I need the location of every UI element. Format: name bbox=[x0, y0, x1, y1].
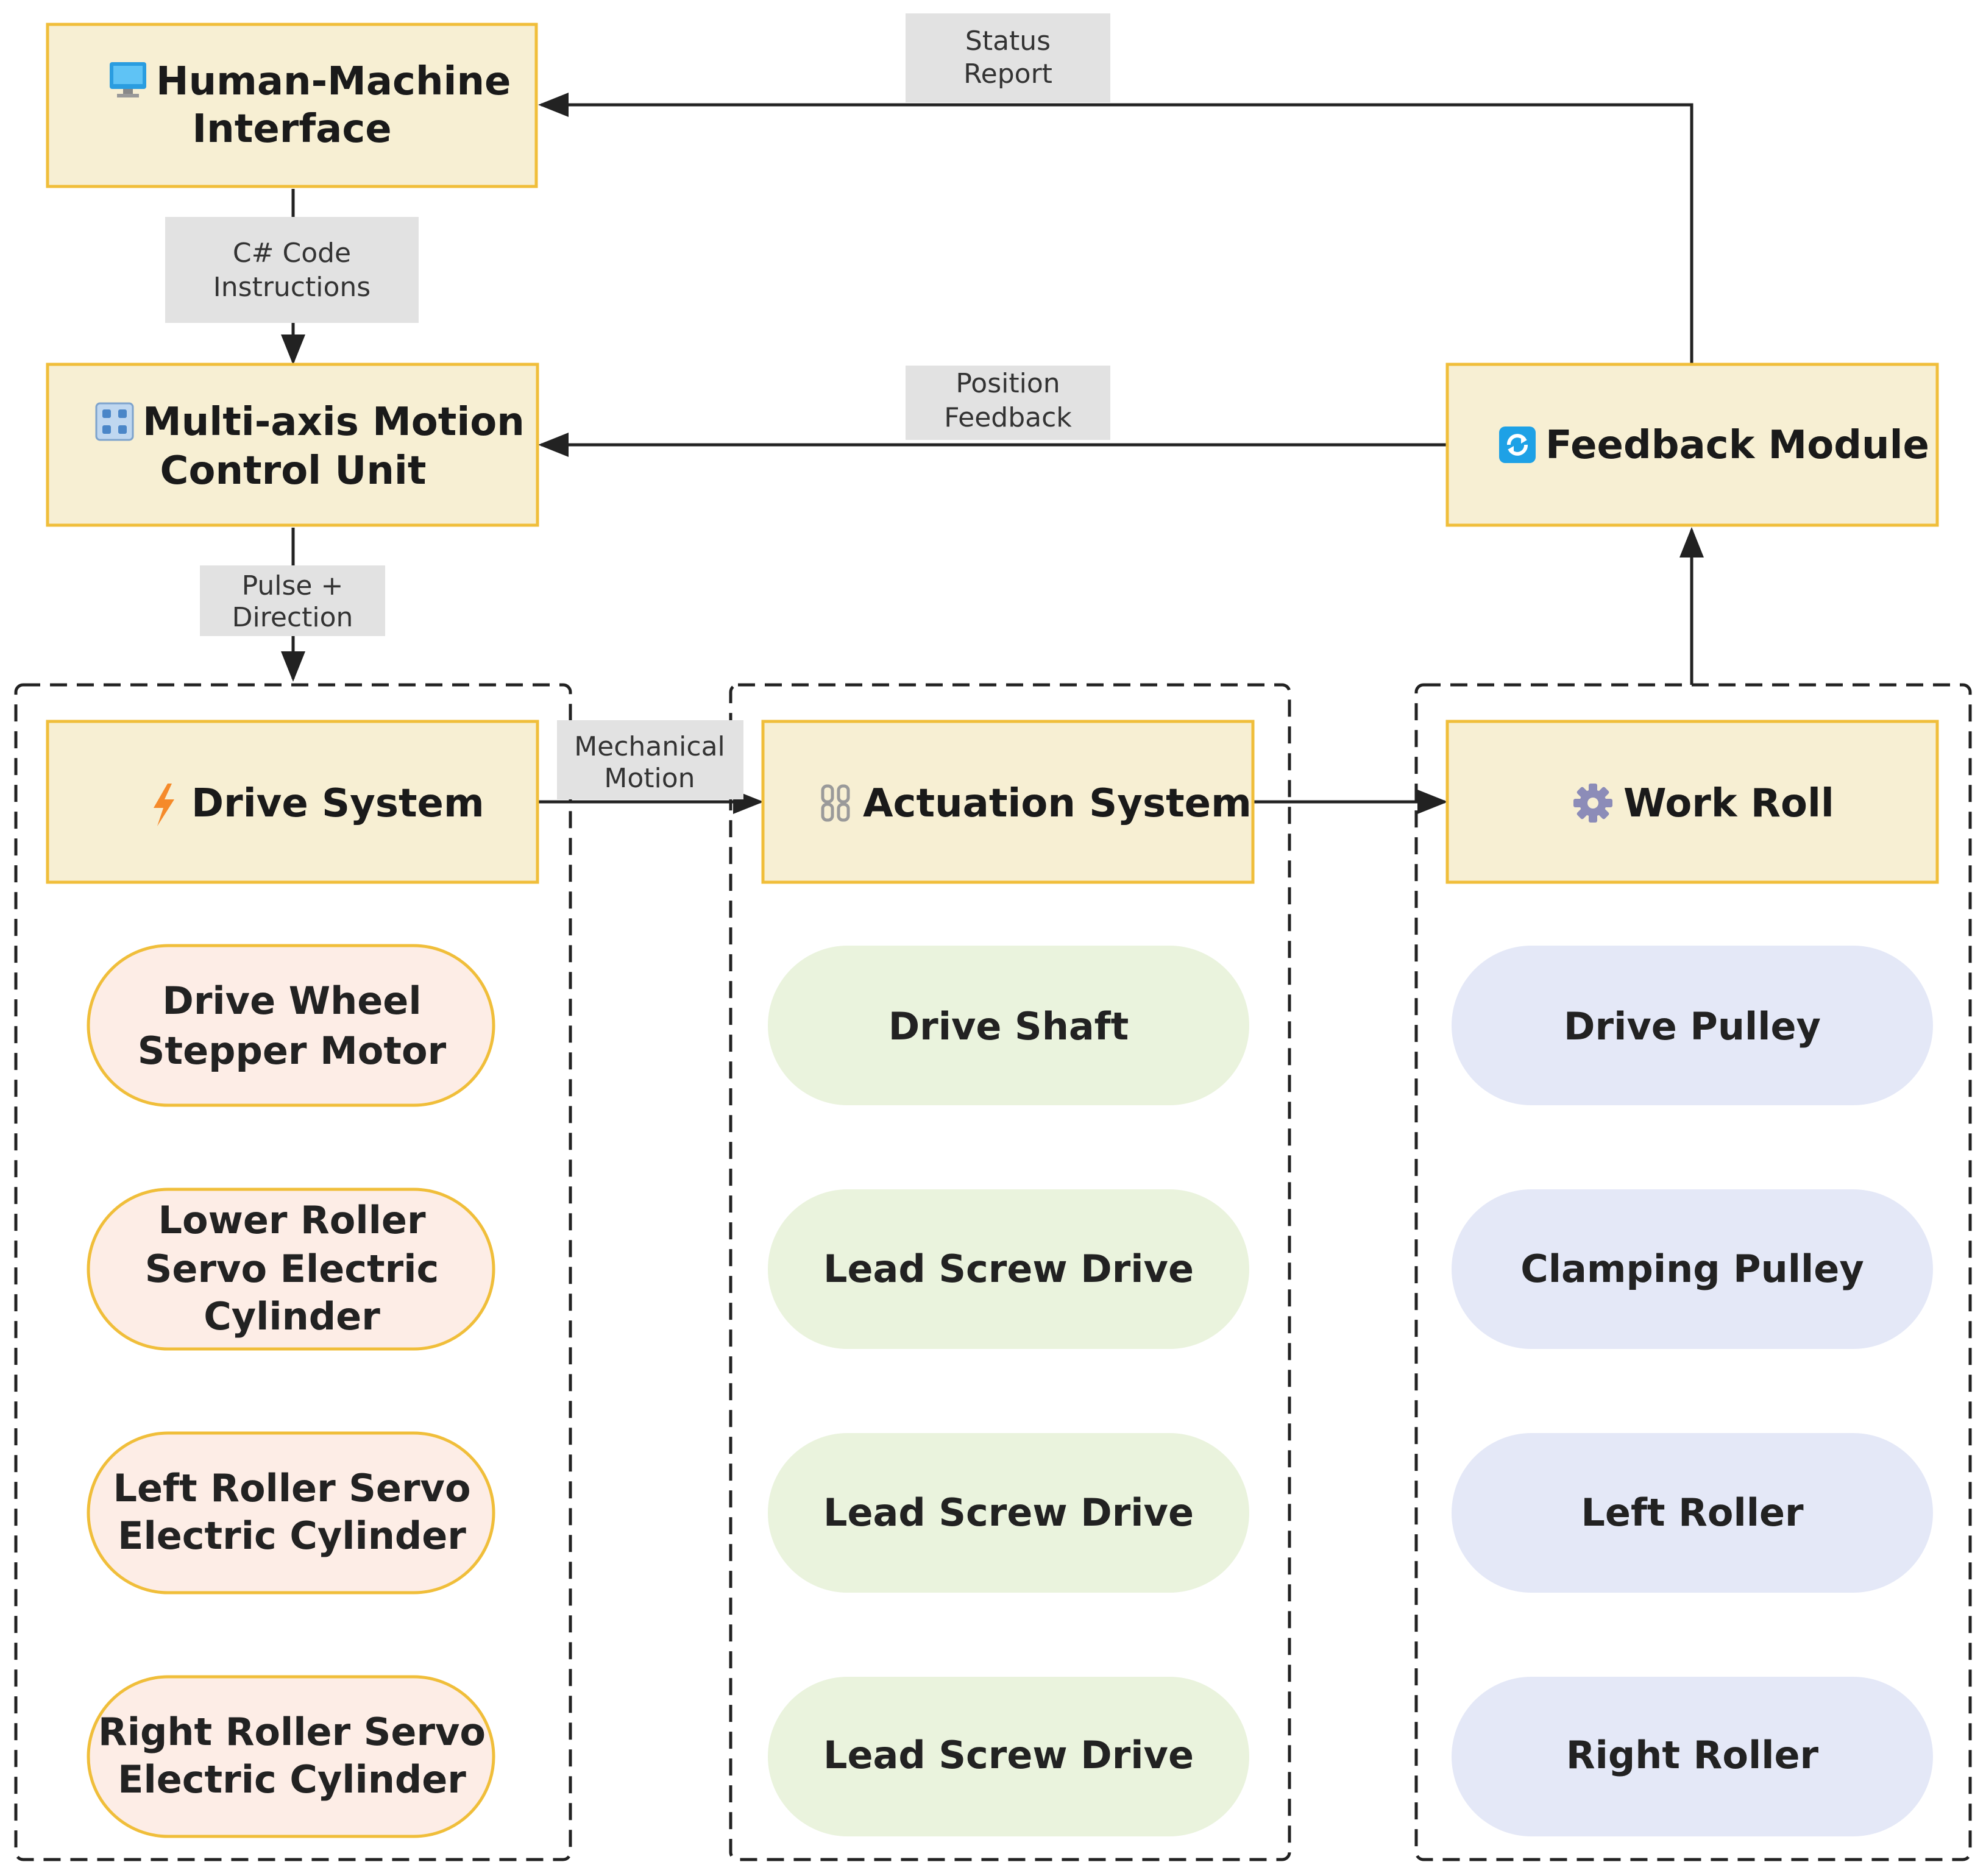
edge-label-pulse: Pulse + Direction bbox=[200, 565, 385, 636]
pill-drive-2-line2: Electric Cylinder bbox=[118, 1513, 466, 1558]
edge-status-report bbox=[538, 93, 1693, 364]
edge-label-pulse-line1: Pulse + bbox=[242, 570, 344, 601]
pill-drive-0-line2: Stepper Motor bbox=[138, 1028, 447, 1073]
pill-left-roller: Left Roller bbox=[1452, 1433, 1933, 1593]
pill-actuation-3-label: Lead Screw Drive bbox=[823, 1733, 1194, 1777]
lightning-icon bbox=[154, 784, 174, 826]
pill-right-roller: Right Roller bbox=[1452, 1677, 1933, 1836]
node-hmi-line1: Human-Machine bbox=[156, 59, 511, 104]
pill-workroll-1-label: Clamping Pulley bbox=[1520, 1247, 1864, 1291]
node-hmi: Human-Machine Interface bbox=[46, 23, 538, 188]
pill-drive-3-line1: Right Roller Servo bbox=[98, 1710, 486, 1754]
pill-lower-roller-servo: Lower Roller Servo Electric Cylinder bbox=[87, 1188, 495, 1351]
edge-label-position-line1: Position bbox=[956, 368, 1060, 399]
pill-drive-1-line3: Cylinder bbox=[204, 1294, 380, 1339]
edge-label-position-line2: Feedback bbox=[944, 402, 1072, 433]
edge-label-code-line2: Instructions bbox=[213, 272, 371, 303]
node-workroll-label: Work Roll bbox=[1623, 781, 1834, 826]
sync-icon bbox=[1499, 427, 1536, 463]
monitor-icon bbox=[110, 62, 146, 97]
actuation-system-group bbox=[729, 683, 1291, 1861]
pill-drive-1-line2: Servo Electric bbox=[145, 1247, 439, 1291]
pill-actuation-1-label: Lead Screw Drive bbox=[823, 1247, 1194, 1291]
edge-label-code: C# Code Instructions bbox=[165, 217, 419, 323]
drive-system-group bbox=[14, 683, 572, 1861]
edge-label-mechanical-line2: Motion bbox=[604, 763, 695, 794]
node-hmi-line2: Interface bbox=[192, 107, 391, 152]
node-motion-line1: Multi-axis Motion bbox=[143, 400, 525, 445]
pill-workroll-2-label: Left Roller bbox=[1581, 1490, 1804, 1535]
pill-left-roller-servo: Left Roller Servo Electric Cylinder bbox=[87, 1431, 495, 1595]
node-feedback-module: Feedback Module bbox=[1445, 363, 1939, 527]
pill-actuation-2-label: Lead Screw Drive bbox=[823, 1490, 1194, 1535]
edge-label-position: Position Feedback bbox=[906, 366, 1110, 440]
pill-drive-shaft: Drive Shaft bbox=[768, 946, 1249, 1105]
pill-actuation-0-label: Drive Shaft bbox=[888, 1004, 1129, 1049]
pill-drive-0-line1: Drive Wheel bbox=[162, 979, 421, 1023]
pill-drive-wheel-stepper-motor: Drive Wheel Stepper Motor bbox=[87, 944, 495, 1107]
pill-drive-1-line1: Lower Roller bbox=[158, 1198, 425, 1242]
pill-workroll-0-label: Drive Pulley bbox=[1564, 1004, 1821, 1049]
pill-drive-pulley: Drive Pulley bbox=[1452, 946, 1933, 1105]
edge-label-pulse-line2: Direction bbox=[232, 602, 353, 633]
pill-clamping-pulley: Clamping Pulley bbox=[1452, 1189, 1933, 1349]
edge-label-mechanical: Mechanical Motion bbox=[557, 720, 743, 799]
edge-label-status-line1: Status bbox=[965, 26, 1051, 57]
pill-workroll-3-label: Right Roller bbox=[1566, 1733, 1819, 1777]
edge-label-status-line2: Report bbox=[963, 58, 1052, 90]
node-work-roll: Work Roll bbox=[1445, 720, 1939, 884]
node-motion-control: Multi-axis Motion Control Unit bbox=[46, 363, 539, 527]
grid-icon bbox=[95, 402, 134, 441]
node-drive-label: Drive System bbox=[191, 781, 484, 826]
edge-label-mechanical-line1: Mechanical bbox=[574, 731, 725, 762]
node-drive-system: Drive System bbox=[46, 720, 539, 884]
pill-drive-3-line2: Electric Cylinder bbox=[118, 1757, 466, 1802]
edge-label-code-line1: C# Code bbox=[233, 238, 351, 269]
pill-lead-screw-drive-2: Lead Screw Drive bbox=[768, 1433, 1249, 1593]
edge-label-status: Status Report bbox=[906, 13, 1110, 102]
node-motion-line2: Control Unit bbox=[160, 448, 427, 494]
pill-drive-2-line1: Left Roller Servo bbox=[113, 1466, 470, 1510]
gear-icon bbox=[1573, 784, 1612, 823]
node-actuation-label: Actuation System bbox=[863, 781, 1252, 826]
node-actuation-system: Actuation System bbox=[761, 720, 1255, 884]
pill-right-roller-servo: Right Roller Servo Electric Cylinder bbox=[87, 1675, 495, 1838]
pill-lead-screw-drive-1: Lead Screw Drive bbox=[768, 1189, 1249, 1349]
node-feedback-label: Feedback Module bbox=[1545, 423, 1929, 468]
pill-lead-screw-drive-3: Lead Screw Drive bbox=[768, 1677, 1249, 1836]
chain-link-icon bbox=[821, 784, 850, 822]
